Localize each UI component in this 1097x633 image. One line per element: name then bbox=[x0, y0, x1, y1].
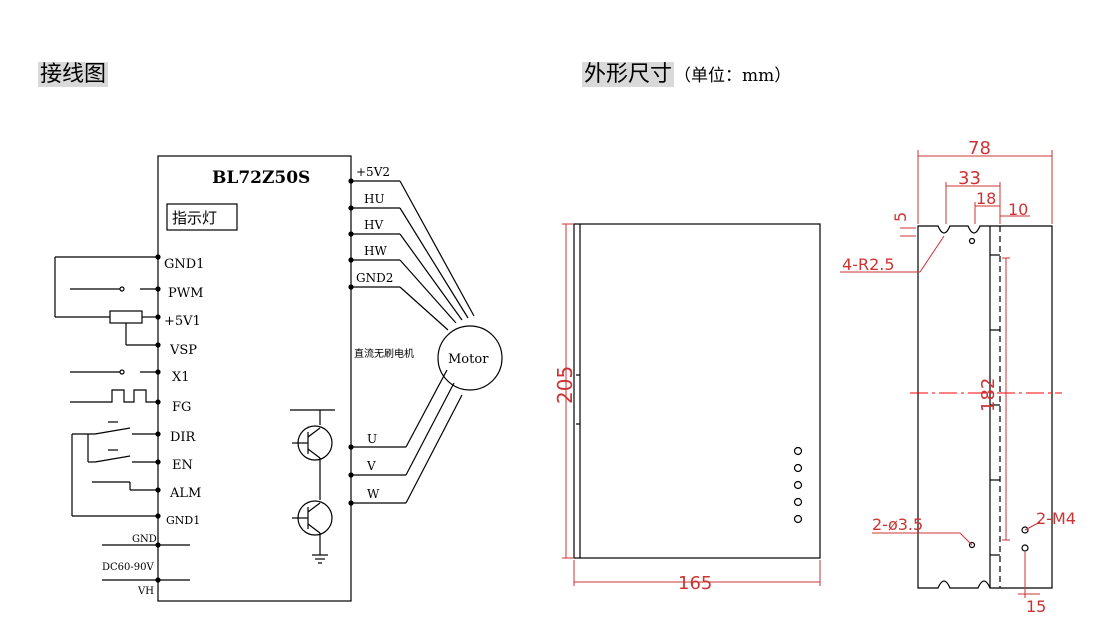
power-gnd: GND bbox=[132, 534, 157, 545]
front-view-dim-labels: 78 33 18 10 5 4-R2.5 182 2-ø3.5 2-M4 15 bbox=[842, 138, 1076, 616]
terminal-5v1: +5V1 bbox=[164, 314, 201, 329]
transistor-lower bbox=[292, 470, 333, 564]
terminal-5v2: +5V2 bbox=[356, 165, 390, 179]
terminal-gnd1-top: GND1 bbox=[164, 257, 204, 272]
front-view bbox=[917, 225, 1053, 589]
dim-depth: 165 bbox=[678, 573, 712, 594]
transistor-upper bbox=[290, 409, 335, 470]
terminal-en: EN bbox=[172, 458, 193, 473]
front-view-dimensions bbox=[840, 150, 1053, 598]
motor-type-note: 直流无刷电机 bbox=[354, 347, 414, 360]
wiring-heading-text: 接线图 bbox=[38, 62, 109, 87]
control-wiring bbox=[54, 256, 190, 581]
terminal-x1: X1 bbox=[172, 370, 190, 385]
terminal-gnd1-bottom: GND1 bbox=[166, 514, 200, 527]
terminal-dots bbox=[155, 178, 354, 583]
dim-18: 18 bbox=[976, 189, 996, 208]
dim-33: 33 bbox=[958, 168, 981, 189]
wiring-labels: BL72Z50S 指示灯 +5V2 HU HV HW GND2 直流无刷电机 M… bbox=[102, 165, 489, 597]
side-view-dim-labels: 205 165 bbox=[553, 366, 712, 594]
terminal-hw: HW bbox=[364, 244, 387, 258]
wiring-diagram-heading: 接线图 bbox=[38, 60, 109, 90]
motor-symbol bbox=[437, 325, 503, 391]
hall-terminals bbox=[351, 180, 475, 331]
dim-10: 10 bbox=[1008, 200, 1028, 219]
terminal-alm: ALM bbox=[169, 486, 201, 501]
terminal-fg: FG bbox=[172, 400, 191, 415]
motor-label: Motor bbox=[448, 352, 489, 367]
indicator-label: 指示灯 bbox=[172, 209, 217, 227]
power-vh: VH bbox=[137, 586, 154, 597]
outline-unit-text: （单位：mm） bbox=[674, 66, 792, 86]
dim-height-total: 205 bbox=[553, 366, 577, 404]
terminal-pwm: PWM bbox=[168, 286, 203, 301]
dim-15: 15 bbox=[1026, 597, 1046, 616]
terminal-dir: DIR bbox=[170, 430, 197, 445]
front-view-outline bbox=[917, 225, 1053, 589]
outline-heading-text: 外形尺寸 bbox=[582, 62, 675, 87]
wiring-diagram bbox=[54, 155, 503, 602]
terminal-v: V bbox=[366, 459, 376, 473]
terminal-w: W bbox=[367, 487, 380, 501]
driver-box bbox=[157, 155, 352, 602]
dim-width-overall: 78 bbox=[968, 138, 991, 159]
terminal-u: U bbox=[367, 432, 377, 446]
phase-wires bbox=[351, 369, 463, 504]
terminal-hv: HV bbox=[364, 218, 383, 232]
dim-corner-radius: 4-R2.5 bbox=[842, 255, 895, 274]
terminal-gnd2: GND2 bbox=[356, 271, 393, 285]
indicator-box bbox=[166, 203, 238, 231]
dim-thread: 2-M4 bbox=[1036, 509, 1076, 528]
dim-5: 5 bbox=[891, 212, 910, 222]
driver-model-label: BL72Z50S bbox=[212, 168, 310, 188]
terminal-vsp: VSP bbox=[169, 343, 197, 358]
side-view bbox=[573, 223, 821, 559]
power-voltage: DC60-90V bbox=[102, 562, 154, 573]
side-view-outline bbox=[573, 223, 821, 559]
side-view-dimensions bbox=[562, 223, 821, 586]
dim-height-inner: 182 bbox=[978, 378, 999, 412]
dim-hole-dia: 2-ø3.5 bbox=[872, 515, 923, 534]
outline-dimension-heading: 外形尺寸（单位：mm） bbox=[582, 60, 791, 90]
terminal-hu: HU bbox=[364, 192, 385, 206]
